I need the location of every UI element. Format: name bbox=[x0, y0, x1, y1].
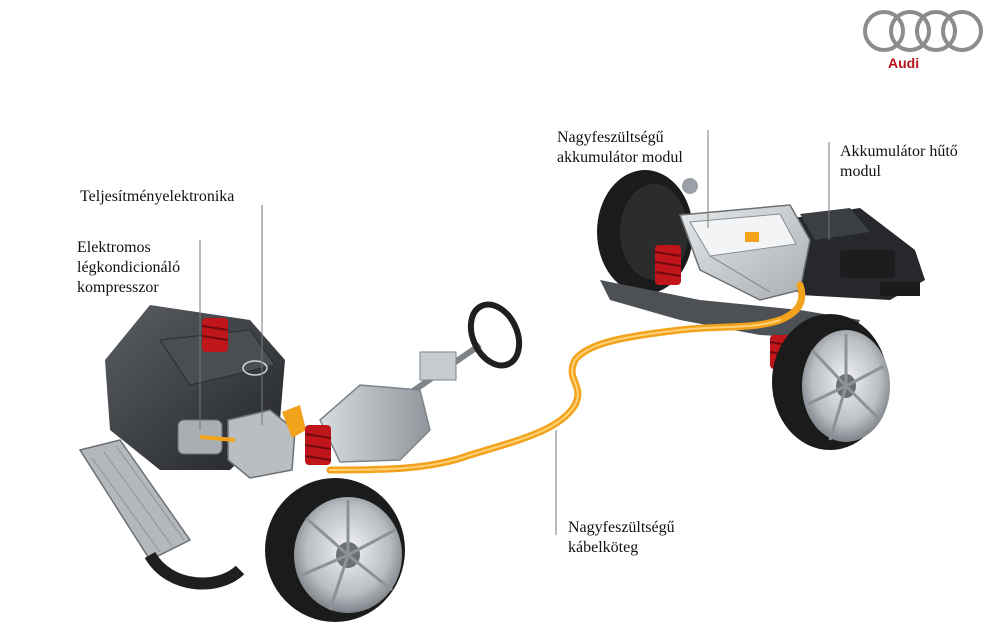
label-cable-harness-line1: Nagyfeszültségű bbox=[568, 518, 675, 538]
battery-module bbox=[680, 205, 810, 300]
label-ac-compressor-line2: légkondicionáló bbox=[77, 258, 180, 278]
label-battery-cooling-line1: Akkumulátor hűtő bbox=[840, 142, 958, 162]
label-battery-cooling-line2: modul bbox=[840, 162, 958, 182]
front-right-spring bbox=[305, 425, 331, 465]
front-right-wheel bbox=[265, 478, 405, 622]
rear-left-spring bbox=[655, 245, 681, 285]
label-battery-module-line2: akkumulátor modul bbox=[557, 148, 683, 168]
label-cable-harness-line2: kábelköteg bbox=[568, 538, 675, 558]
label-battery-module-line1: Nagyfeszültségű bbox=[557, 128, 683, 148]
label-ac-compressor: Elektromos légkondicionáló kompresszor bbox=[77, 238, 180, 298]
label-power-electronics: Teljesítményelektronika bbox=[80, 187, 234, 207]
brand-name: Audi bbox=[888, 55, 919, 71]
rear-axle-assembly bbox=[597, 170, 925, 450]
rear-right-wheel bbox=[772, 314, 890, 450]
label-ac-compressor-line1: Elektromos bbox=[77, 238, 180, 258]
transmission bbox=[320, 385, 430, 462]
steering-assembly bbox=[400, 297, 528, 400]
steering-wheel bbox=[462, 297, 529, 374]
front-left-spring bbox=[202, 318, 228, 352]
label-ac-compressor-line3: kompresszor bbox=[77, 278, 180, 298]
label-battery-module: Nagyfeszültségű akkumulátor modul bbox=[557, 128, 683, 168]
label-battery-cooling: Akkumulátor hűtő modul bbox=[840, 142, 958, 182]
audi-rings-logo bbox=[865, 12, 981, 50]
rear-shock-mount bbox=[682, 178, 698, 194]
label-cable-harness: Nagyfeszültségű kábelköteg bbox=[568, 518, 675, 558]
coolant-hose bbox=[150, 555, 240, 584]
